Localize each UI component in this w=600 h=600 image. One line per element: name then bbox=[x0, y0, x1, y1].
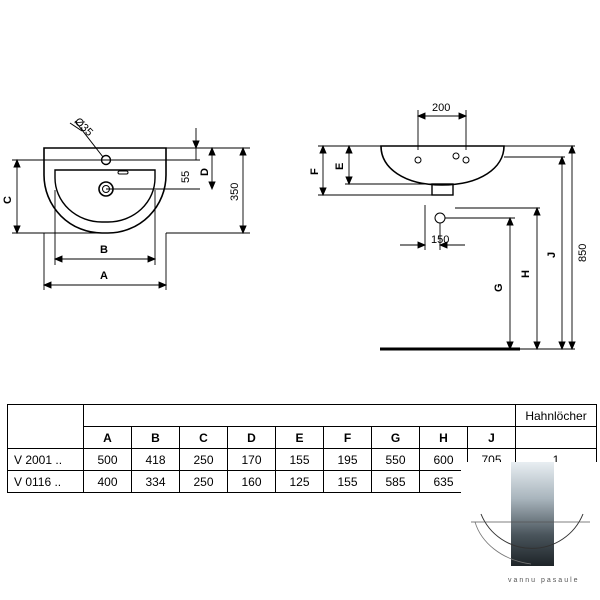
value-cell: 550 bbox=[371, 448, 420, 471]
basin-bowl bbox=[54, 169, 156, 223]
side-top-dims bbox=[416, 110, 468, 150]
column-header: C bbox=[179, 426, 228, 449]
side-150-dim bbox=[400, 205, 465, 250]
technical-drawing: Ø35 55 D 350 C bbox=[2, 102, 589, 351]
value-cell: 400 bbox=[83, 470, 132, 493]
vannu-pasaule-logo: vannu pasaule bbox=[461, 462, 600, 600]
column-header: A bbox=[83, 426, 132, 449]
plan-left-dims bbox=[12, 158, 102, 235]
value-cell: 170 bbox=[227, 448, 276, 471]
value-cell: 155 bbox=[275, 448, 324, 471]
dim-F-label: F bbox=[309, 168, 321, 175]
model-cell: V 2001 .. bbox=[7, 448, 84, 471]
hahnlocher-header: Hahnlöcher bbox=[515, 404, 597, 427]
dim-J-label: J bbox=[546, 252, 558, 258]
column-header: D bbox=[227, 426, 276, 449]
value-cell: 500 bbox=[83, 448, 132, 471]
table-group-header-row: Hahnlöcher bbox=[7, 404, 597, 427]
logo-bar bbox=[511, 462, 554, 566]
table-column-header-row: A B C D E F G H J bbox=[7, 426, 597, 449]
value-cell: 250 bbox=[179, 470, 228, 493]
column-header: E bbox=[275, 426, 324, 449]
column-header: F bbox=[323, 426, 372, 449]
value-cell: 635 bbox=[419, 470, 468, 493]
basin-side-outline bbox=[380, 145, 505, 186]
dim-850-label: 850 bbox=[577, 244, 589, 262]
plan-right-dims bbox=[106, 128, 250, 235]
value-cell: 418 bbox=[131, 448, 180, 471]
logo-arc bbox=[480, 513, 584, 549]
table-row: V 2001 .. 500 418 250 170 155 195 550 60… bbox=[7, 448, 597, 471]
column-header: B bbox=[131, 426, 180, 449]
waste-outlet-circle bbox=[434, 212, 446, 224]
value-cell: 250 bbox=[179, 448, 228, 471]
dim-200-label: 200 bbox=[432, 102, 450, 114]
side-view bbox=[380, 145, 520, 351]
value-cell: 585 bbox=[371, 470, 420, 493]
value-cell: 160 bbox=[227, 470, 276, 493]
value-cell: 155 bbox=[323, 470, 372, 493]
value-cell: 334 bbox=[131, 470, 180, 493]
dim-C-label: C bbox=[2, 196, 14, 204]
dim-350-label: 350 bbox=[229, 183, 241, 201]
side-left-dims bbox=[318, 144, 440, 197]
dim-150-label: 150 bbox=[431, 234, 449, 246]
dim-H-label: H bbox=[520, 270, 532, 278]
dim-E-label: E bbox=[334, 163, 346, 170]
dim-hole-label: Ø35 bbox=[72, 116, 95, 139]
dim-B-label: B bbox=[100, 244, 108, 256]
dim-G-label: G bbox=[493, 283, 505, 292]
value-cell: 195 bbox=[323, 448, 372, 471]
column-header: J bbox=[467, 426, 516, 449]
side-right-dims bbox=[445, 144, 576, 351]
logo-text: vannu pasaule bbox=[508, 577, 580, 584]
column-header: H bbox=[419, 426, 468, 449]
basin-outline bbox=[43, 147, 167, 234]
plan-view bbox=[43, 120, 167, 234]
column-header: G bbox=[371, 426, 420, 449]
value-cell: 125 bbox=[275, 470, 324, 493]
model-cell: V 0116 .. bbox=[7, 470, 84, 493]
dim-A-label: A bbox=[100, 270, 108, 282]
dim-D-label: D bbox=[199, 168, 211, 176]
plan-bottom-dims bbox=[42, 190, 168, 290]
dim-55-label: 55 bbox=[180, 171, 192, 183]
